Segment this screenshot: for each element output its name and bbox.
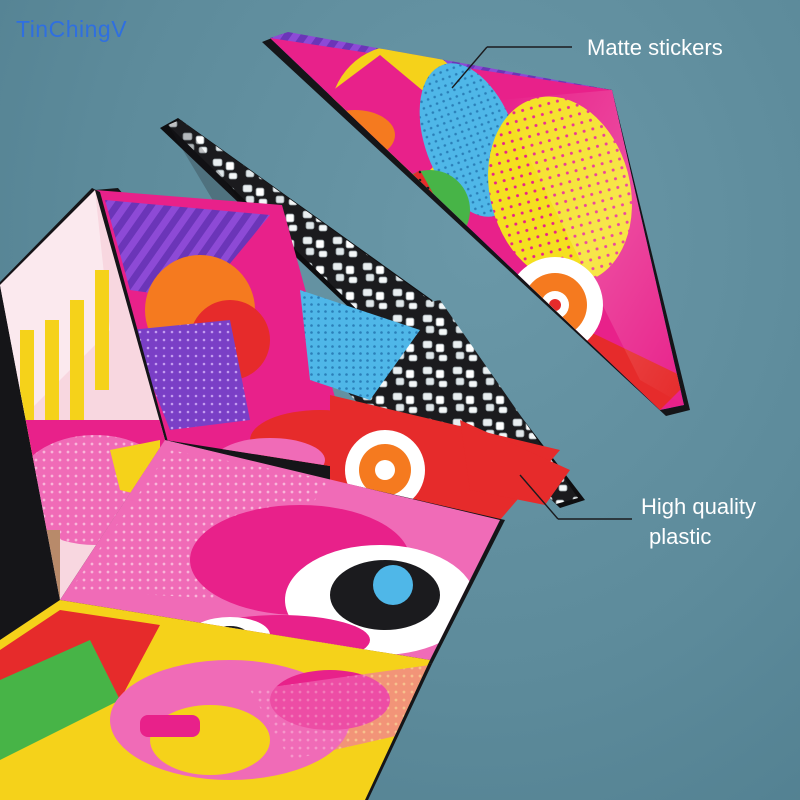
matte-stickers-label: Matte stickers bbox=[587, 35, 723, 60]
high-quality-plastic-label: High quality plastic bbox=[641, 492, 756, 552]
high-quality-plastic-line-1: High quality bbox=[641, 494, 756, 519]
bottom-cube-front-face bbox=[0, 600, 432, 800]
callout-leader-lines bbox=[451, 46, 632, 520]
watermark-text: TinChingV bbox=[16, 16, 128, 42]
high-quality-plastic-line-2: plastic bbox=[649, 524, 712, 549]
